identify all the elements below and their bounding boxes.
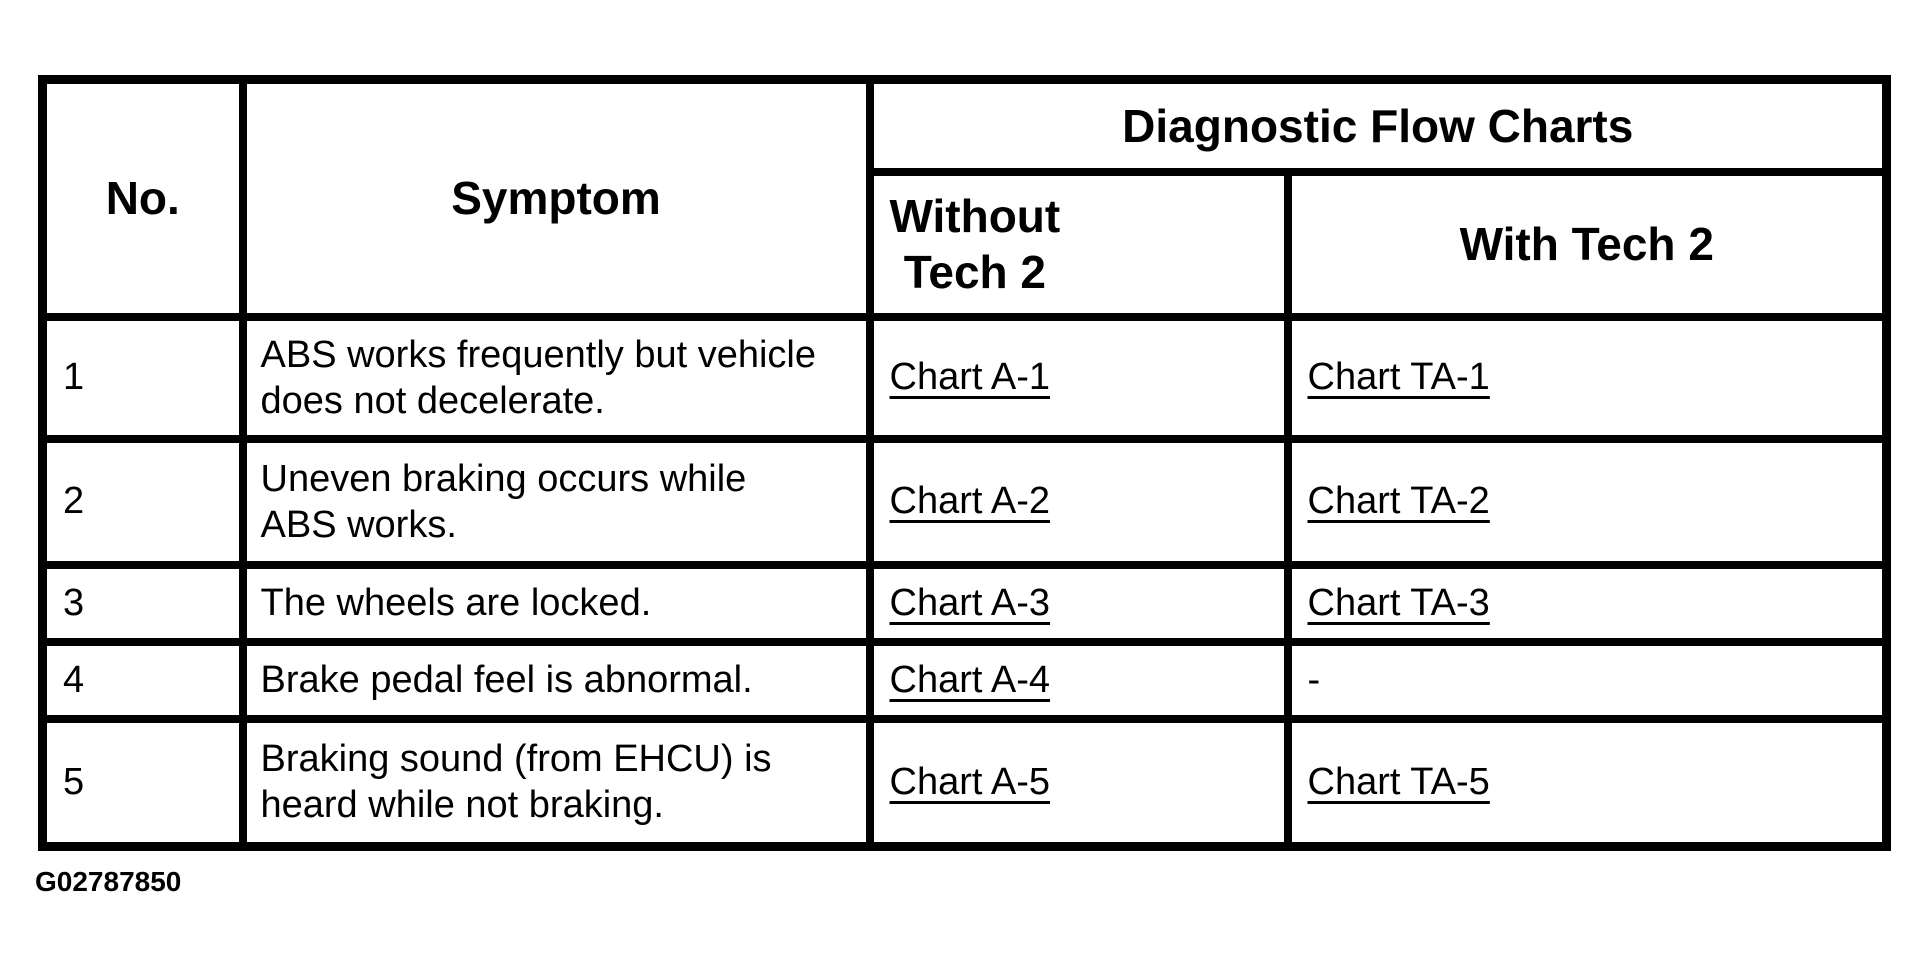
header-row-sub: Without Tech 2 With Tech 2 (43, 167, 1891, 321)
row-number: 5 (38, 714, 247, 851)
chart-link-without-tech2[interactable]: Chart A-3 (889, 581, 1051, 624)
symptom-text: Uneven braking occurs while ABS works. (238, 434, 874, 569)
table-row: 1 ABS works frequently but vehicle does … (38, 312, 1891, 443)
chart-link-with-tech2[interactable]: Chart TA-3 (1307, 581, 1490, 624)
col-header-without-tech2: Without Tech 2 (865, 167, 1292, 321)
col-header-diagnostic-flow-charts: Diagnostic Flow Charts (865, 75, 1891, 176)
chart-link-without-tech2[interactable]: Chart A-1 (889, 356, 1051, 398)
table-row: 2 Uneven braking occurs while ABS works.… (38, 434, 1891, 569)
chart-link-with-tech2[interactable]: Chart TA-1 (1307, 356, 1490, 398)
col-header-with-tech2: With Tech 2 (1283, 167, 1891, 321)
chart-link-with-tech2[interactable]: Chart TA-2 (1307, 480, 1490, 522)
chart-link-without-tech2[interactable]: Chart A-4 (889, 658, 1051, 701)
symptom-text: Brake pedal feel is abnormal. (238, 637, 874, 723)
header-row-top: No. Symptom Diagnostic Flow Charts (38, 75, 1891, 321)
symptom-diagnosis-table: No. Symptom Diagnostic Flow Charts Witho… (38, 75, 1892, 851)
symptom-text: ABS works frequently but vehicle does no… (238, 312, 874, 443)
figure-id: G02787850 (35, 866, 182, 897)
table-row: 3 The wheels are locked. Chart A-3 Chart… (38, 560, 1891, 646)
chart-link-with-tech2[interactable]: Chart TA-5 (1307, 760, 1490, 803)
symptom-text: Braking sound (from EHCU) is heard while… (238, 714, 874, 851)
row-number: 1 (38, 312, 247, 443)
no-chart-dash: - (1307, 658, 1321, 701)
without-tech2-label: Without Tech 2 (890, 188, 1061, 300)
table-row: 4 Brake pedal feel is abnormal. Chart A-… (38, 637, 1891, 723)
without-tech2-line2: Tech 2 (903, 246, 1047, 298)
chart-link-without-tech2[interactable]: Chart A-2 (889, 480, 1051, 522)
chart-link-without-tech2[interactable]: Chart A-5 (889, 760, 1051, 803)
row-number: 3 (38, 560, 247, 646)
without-tech2-line1: Without (889, 190, 1061, 242)
row-number: 4 (38, 637, 247, 723)
col-header-symptom: Symptom (238, 75, 874, 321)
table-row: 5 Braking sound (from EHCU) is heard whi… (38, 714, 1891, 851)
col-header-no: No. (38, 75, 247, 321)
row-number: 2 (38, 434, 247, 569)
symptom-text: The wheels are locked. (238, 560, 874, 646)
